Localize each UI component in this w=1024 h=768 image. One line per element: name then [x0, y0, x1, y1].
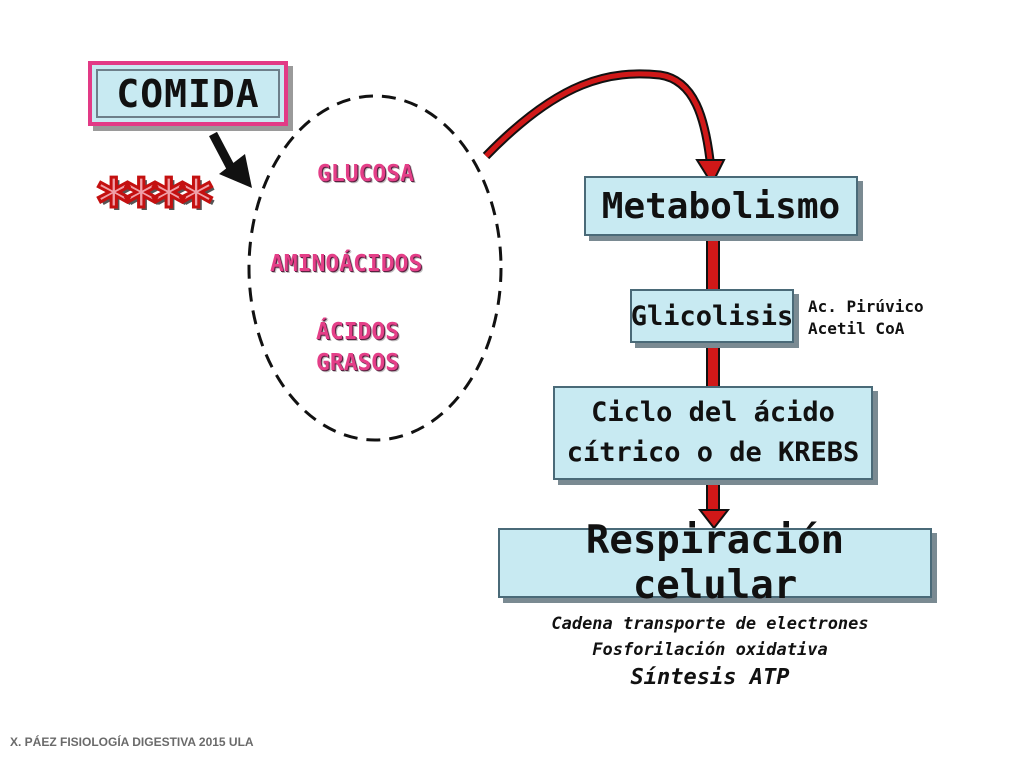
- note-cadena: Cadena transporte de electrones: [551, 614, 869, 634]
- nutrients-ellipse: [247, 94, 503, 442]
- respiracion-box: Respiración celular: [498, 518, 932, 608]
- nutrient-acidos: ÁCIDOS: [316, 319, 400, 345]
- arrow-comida-to-stars: [209, 131, 252, 188]
- glicolisis-box: Glicolisis: [630, 289, 794, 343]
- stars-decoration: ****: [96, 167, 215, 241]
- respiracion-label: Respiración celular: [585, 518, 845, 608]
- footer-credit: X. PÁEZ FISIOLOGÍA DIGESTIVA 2015 ULA: [10, 735, 254, 749]
- metabolismo-label: Metabolismo: [601, 185, 841, 227]
- note-acetil-coa: Acetil CoA: [808, 319, 905, 338]
- krebs-box: Ciclo del ácido cítrico o de KREBS: [553, 386, 873, 480]
- krebs-label-line1: Ciclo del ácido: [591, 397, 835, 428]
- respiracion-notes: Cadena transporte de electrones Fosforil…: [528, 611, 892, 691]
- glicolisis-label: Glicolisis: [630, 300, 794, 332]
- nutrient-acidos-grasos: ÁCIDOS GRASOS: [316, 317, 399, 379]
- note-fosforilacion: Fosforilación oxidativa: [592, 640, 828, 660]
- nutrient-glucosa: GLUCOSA: [317, 161, 414, 187]
- comida-label: COMIDA: [96, 69, 280, 118]
- comida-box: COMIDA: [88, 61, 288, 126]
- krebs-label-line2: cítrico o de KREBS: [566, 437, 860, 468]
- metabolismo-box: Metabolismo: [584, 176, 858, 236]
- nutrient-aminoacidos: AMINOÁCIDOS: [270, 251, 423, 277]
- arrow-metabolismo-to-respiracion: [697, 233, 731, 530]
- nutrient-grasos: GRASOS: [316, 350, 400, 376]
- arrow-nutrients-to-metabolismo: [482, 69, 726, 187]
- note-sintesis-atp: Síntesis ATP: [630, 665, 790, 690]
- note-piruvico: Ac. Pirúvico: [808, 297, 924, 316]
- glicolisis-notes: Ac. Pirúvico Acetil CoA: [808, 296, 924, 340]
